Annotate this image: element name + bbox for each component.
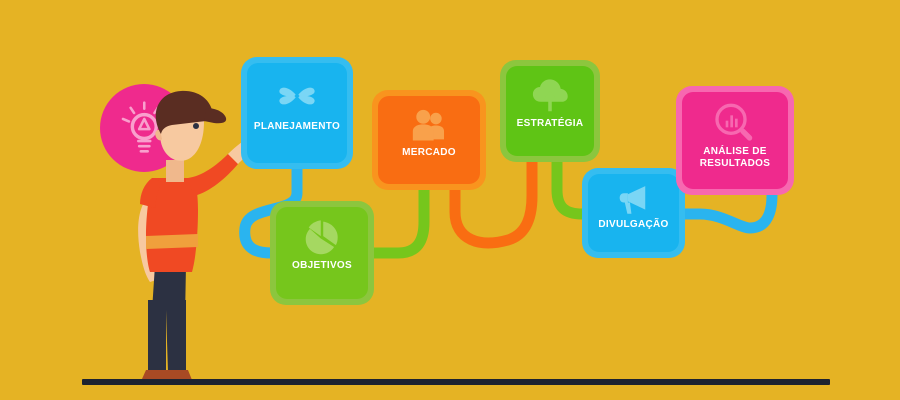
- card-planejamento[interactable]: PLANEJAMENTO: [241, 57, 353, 169]
- card-label-mercado: MERCADO: [402, 147, 456, 159]
- ground-line: [82, 379, 830, 385]
- card-mercado[interactable]: MERCADO: [372, 90, 486, 190]
- card-divulgacao[interactable]: DIVULGAÇÃO: [582, 168, 685, 258]
- connector-mercado-to-estrategia: [449, 156, 538, 249]
- card-label-estrategia: ESTRATÉGIA: [516, 118, 584, 130]
- card-estrategia[interactable]: ESTRATÉGIA: [500, 60, 600, 162]
- magnifier-chart-icon: [710, 102, 761, 145]
- cloud-upload-icon: [530, 77, 570, 115]
- card-label-line1: ANÁLISE DE: [703, 146, 767, 158]
- card-objetivos[interactable]: OBJETIVOS: [270, 201, 374, 305]
- card-label-planejamento: PLANEJAMENTO: [253, 121, 341, 132]
- card-label-analise-de-resultados: ANÁLISE DE RESULTADOS: [682, 146, 788, 170]
- pie-chart-icon: [301, 218, 343, 257]
- card-label-divulgacao: DIVULGAÇÃO: [598, 219, 669, 231]
- connector-objetivos-to-mercado: [368, 184, 430, 259]
- card-label-line2: RESULTADOS: [699, 158, 771, 170]
- connector-divulgacao-to-analise: [679, 189, 778, 234]
- connector-estrategia-to-divulgacao: [551, 156, 588, 220]
- card-analise-de-resultados[interactable]: ANÁLISE DE RESULTADOS: [676, 86, 794, 195]
- card-label-objetivos: OBJETIVOS: [292, 260, 352, 272]
- two-people-icon: [406, 107, 453, 144]
- flower-petals-icon: [274, 75, 320, 117]
- megaphone-icon: [613, 183, 655, 216]
